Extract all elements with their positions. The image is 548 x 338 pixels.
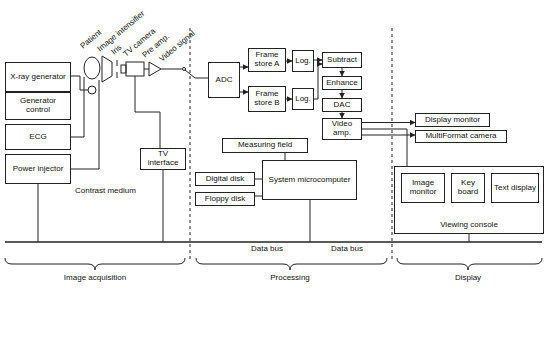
- node-text: Text display: [494, 184, 536, 193]
- node-text: Display monitor: [425, 116, 480, 125]
- node-text: Floppy disk: [205, 195, 245, 204]
- frame-store: Frame store B: [248, 86, 286, 112]
- wire: [135, 112, 160, 113]
- node-text: Digital disk: [206, 175, 245, 184]
- wire: [160, 112, 161, 148]
- log-box: Log.: [292, 88, 314, 110]
- interface-box: TV interface: [140, 148, 186, 170]
- generator-box: X-ray generator: [5, 62, 71, 92]
- display-box: Text display: [491, 173, 539, 203]
- bus-drop: [469, 234, 470, 242]
- measuring-box: Measuring field: [222, 138, 308, 153]
- disk-box: Digital disk: [195, 172, 255, 186]
- dac-box: DAC: [322, 98, 362, 112]
- node-text: MultiFormat camera: [425, 132, 496, 141]
- region-divider: [190, 28, 191, 262]
- region-label: Processing: [269, 274, 311, 283]
- node-text: Frame store B: [251, 90, 283, 108]
- image-intensifier: [102, 56, 112, 82]
- connector: [240, 67, 248, 68]
- node-text: TV interface: [143, 150, 183, 168]
- wire: [195, 78, 208, 79]
- connector: [285, 153, 286, 160]
- region-label: Display: [454, 274, 482, 283]
- node-text: Log.: [295, 57, 311, 66]
- connector: [314, 60, 322, 61]
- video-signal-wire: [161, 69, 182, 70]
- node-text: Measuring field: [238, 141, 292, 150]
- bus-drop: [310, 200, 311, 242]
- node-text: Enhance: [326, 79, 358, 88]
- data-bus: [5, 241, 542, 243]
- frame-store: Frame store A: [248, 48, 286, 72]
- enhance-box: Enhance: [322, 76, 362, 90]
- connector: [314, 64, 322, 99]
- wire: [71, 76, 88, 90]
- node-text: Image monitor: [404, 179, 442, 197]
- brace: [5, 258, 185, 270]
- preamp-symbol: [149, 62, 161, 76]
- brace: [397, 258, 542, 270]
- ecg-box: ECG: [5, 124, 71, 150]
- note-label: Contrast medium: [74, 187, 137, 196]
- node-text: Viewing console: [395, 221, 543, 230]
- ecg-lead: [71, 77, 84, 137]
- disk-box: Floppy disk: [195, 192, 255, 206]
- keyboard-box: Key board: [451, 173, 485, 203]
- node-text: X-ray generator: [10, 73, 66, 82]
- amplifier-box: Video amp.: [322, 118, 362, 140]
- node-text: ADC: [216, 76, 233, 85]
- connector: [342, 90, 343, 98]
- wire: [144, 69, 149, 70]
- connector: [255, 179, 262, 180]
- patient-figure: [84, 57, 100, 79]
- node-text: Log.: [295, 95, 311, 104]
- iris-symbol: [117, 72, 118, 78]
- note-label: Data bus: [330, 245, 364, 254]
- node-text: Frame store A: [251, 51, 283, 69]
- connector: [362, 122, 415, 123]
- connector: [255, 196, 262, 197]
- monitor-box: Display monitor: [415, 113, 490, 127]
- node-text: System microcomputer: [269, 176, 351, 185]
- bus-drop: [38, 184, 39, 242]
- node-text: Power injector: [13, 165, 64, 174]
- camera-lens: [121, 65, 126, 73]
- switch-blade: [185, 70, 195, 78]
- node-text: Video amp.: [325, 120, 359, 138]
- converter-box: ADC: [208, 62, 240, 98]
- node-text: ECG: [29, 133, 46, 142]
- subtract-box: Subtract: [322, 52, 362, 68]
- monitor-box: Image monitor: [401, 173, 445, 203]
- brace: [196, 258, 387, 270]
- region-label: Image acquisition: [63, 274, 127, 283]
- bus-drop: [163, 170, 164, 242]
- node-text: Subtract: [327, 56, 357, 65]
- connector: [240, 92, 248, 93]
- contrast-line: [71, 80, 99, 169]
- connector: [342, 68, 343, 76]
- computer-box: System microcomputer: [262, 160, 357, 200]
- region-divider: [392, 28, 393, 262]
- note-label: Data bus: [250, 245, 284, 254]
- node-text: Generator control: [8, 97, 68, 115]
- tv-camera: [126, 62, 144, 76]
- node-text: DAC: [334, 101, 351, 110]
- wire: [135, 76, 136, 112]
- xray-tube: [88, 86, 96, 94]
- iris-symbol: [117, 60, 118, 66]
- log-box: Log.: [292, 50, 314, 72]
- console-box: Viewing console Image monitor Key board Tex…: [394, 166, 544, 234]
- injector-box: Power injector: [5, 154, 71, 184]
- node-text: Key board: [454, 179, 482, 197]
- control-box: Generator control: [5, 92, 71, 120]
- camera-box: MultiFormat camera: [415, 130, 507, 143]
